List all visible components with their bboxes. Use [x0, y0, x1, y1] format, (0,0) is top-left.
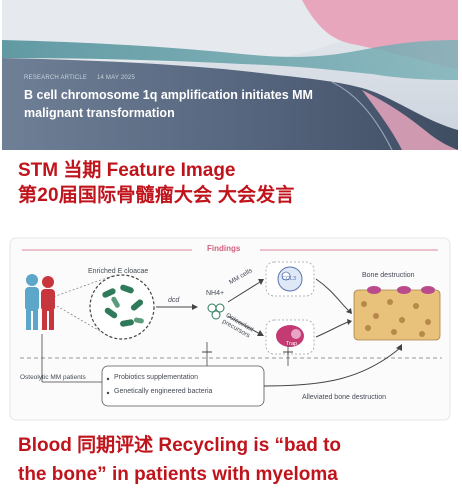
bottom-caption: Blood 同期评述 Recycling is “bad to the bone…	[18, 431, 341, 489]
article-title: B cell chromosome 1q amplification initi…	[24, 88, 313, 120]
top-caption-line1: STM 当期 Feature Image	[18, 160, 236, 181]
bone-destruction-icon	[353, 286, 441, 341]
mm-cell-icon	[265, 261, 315, 297]
patients-figure	[25, 274, 55, 330]
treatment-item-probiotics: Probiotics supplementation	[114, 374, 199, 381]
trap-label: Trap	[286, 341, 298, 347]
article-type-label: RESEARCH ARTICLE	[24, 75, 88, 81]
journal-cover-banner: RESEARCH ARTICLE 14 MAY 2025 B cell chro…	[2, 0, 458, 150]
gut-bacteria-icon	[89, 274, 155, 340]
banner-meta: RESEARCH ARTICLE 14 MAY 2025	[24, 75, 143, 81]
osteoclast-icon	[265, 319, 315, 355]
findings-title: Findings	[207, 244, 241, 253]
treatment-item-engineered: Genetically engineered bacteria	[114, 388, 213, 395]
findings-diagram	[9, 237, 451, 421]
banner-background-illustration	[2, 0, 458, 150]
bacteria-label: Enriched E cloacae	[88, 268, 149, 275]
bottom-caption-line2: the bone” in patients with myeloma	[18, 464, 338, 485]
top-caption-line2: 第20届国际骨髓瘤大会 大会发言	[18, 185, 295, 206]
alleviated-label: Alleviated bone destruction	[302, 394, 387, 401]
top-caption: STM 当期 Feature Image 第20届国际骨髓瘤大会 大会发言	[18, 158, 295, 208]
patients-label: Osteolytic MM patients	[20, 374, 86, 381]
ccl3-label: CCL3	[282, 276, 297, 282]
bone-destruction-label: Bone destruction	[362, 272, 415, 279]
bottom-caption-line1: Blood 同期评述 Recycling is “bad to	[18, 435, 342, 456]
article-date-label: 14 MAY 2025	[96, 75, 135, 81]
findings-figure: Findings Enriched E cloacae dcd NH4+ MM …	[2, 230, 458, 425]
nh4-label: NH4+	[206, 290, 225, 297]
gene-label: dcd	[168, 297, 180, 304]
ammonium-icon	[207, 303, 225, 320]
